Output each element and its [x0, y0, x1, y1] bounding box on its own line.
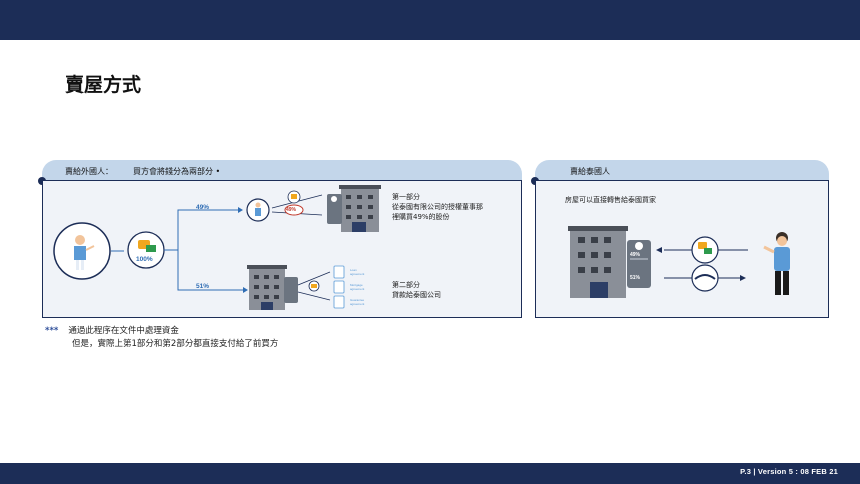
- footer-page-version: P.3 | Version 5 : 08 FEB 21: [740, 467, 838, 476]
- company-building-icon: [339, 185, 381, 232]
- document-icons: [333, 265, 345, 309]
- handshake-icon: [691, 264, 719, 292]
- house-building-icon: [568, 226, 628, 298]
- footer-bar: [0, 463, 860, 484]
- notes-line2: 但是，實際上第1部分和第2部分都直接支付給了前買方: [72, 339, 279, 349]
- foreign-buyer-label: 賣給外國人：: [65, 167, 113, 176]
- buyer-person-icon: [53, 222, 111, 280]
- ownership-badge-icon: [627, 240, 651, 288]
- header-bar: [0, 0, 860, 40]
- part2-line1: 貸款給泰國公司: [392, 291, 441, 299]
- doc-label-loan: Loan: [350, 268, 357, 272]
- share-pct-badge: 49%: [286, 207, 297, 213]
- notes-stars: ***: [45, 326, 59, 336]
- part2-title: 第二部分: [392, 281, 420, 289]
- small-person-icon: [246, 198, 270, 222]
- svg-text:agreement: agreement: [350, 302, 365, 306]
- small-money-icon: [287, 190, 301, 204]
- thai-sale-description: 房屋可以直接轉售給泰國買家: [565, 196, 656, 204]
- badge-pct-top: 49%: [630, 252, 641, 258]
- part1-title: 第一部分: [392, 193, 420, 201]
- thai-buyer-label: 賣給泰國人: [570, 167, 610, 176]
- part1-line1: 從泰國有限公司的授權董事那: [392, 203, 483, 211]
- thai-company-building-icon: [247, 265, 287, 310]
- page-title: 賣屋方式: [65, 74, 142, 96]
- share-badge-icon: [327, 194, 342, 224]
- money-icon-right: [691, 236, 719, 264]
- thai-buyer-tab: [535, 160, 829, 182]
- foreign-buyer-note: 買方會將錢分為兩部分 •: [133, 167, 221, 176]
- foreign-buyer-tab: [42, 160, 522, 182]
- small-money-icon-2: [308, 280, 320, 292]
- pct-whole-label: 100%: [136, 256, 153, 263]
- notes-line1: 通過此程序在文件中處理資金: [68, 326, 179, 336]
- notes-block: *** 通過此程序在文件中處理資金 但是，實際上第1部分和第2部分都直接支付給了前…: [45, 325, 278, 351]
- svg-text:agreement: agreement: [350, 272, 365, 276]
- pct-bottom-branch: 51%: [196, 283, 210, 290]
- thai-buyer-person-icon: [763, 232, 790, 295]
- doc-label-guarantee: Guarantee: [350, 298, 365, 302]
- pct-top-branch: 49%: [196, 204, 210, 211]
- badge-pct-bottom: 51%: [630, 275, 641, 281]
- svg-text:agreement: agreement: [350, 287, 365, 291]
- scale-badge-icon: [284, 277, 298, 303]
- doc-label-mortgage: Mortgage: [350, 283, 363, 287]
- part1-line2: 裡購買49%的股份: [392, 213, 450, 221]
